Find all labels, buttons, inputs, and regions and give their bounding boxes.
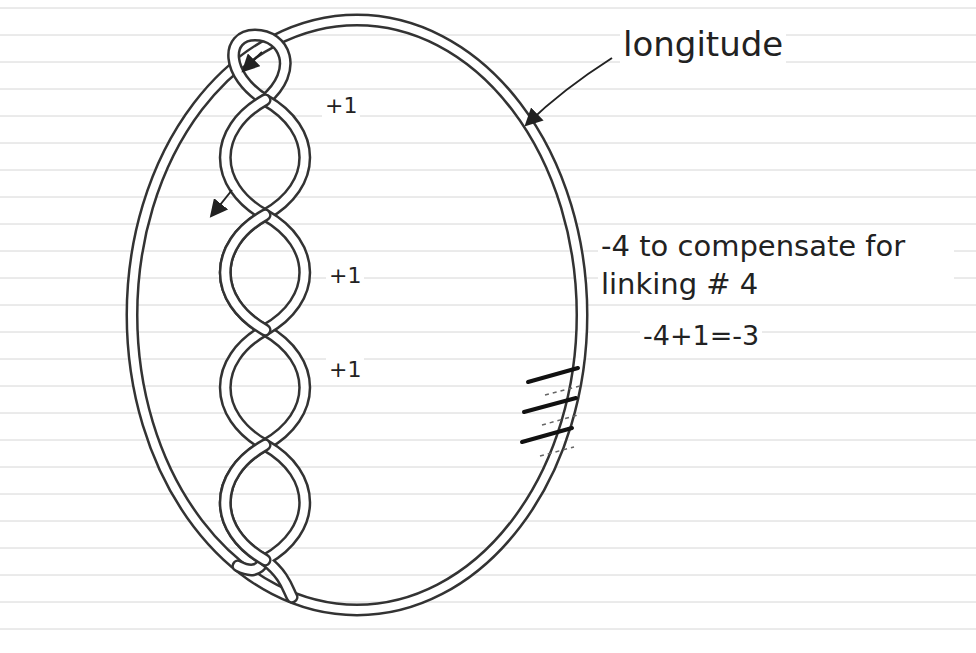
note: -4+1=-3	[640, 318, 762, 353]
crossing-sign: +1	[326, 356, 364, 385]
orientation-arrows	[212, 52, 262, 215]
twist-dashes	[540, 386, 580, 456]
crossing-sign: +1	[322, 92, 360, 121]
paper-lines	[0, 8, 976, 629]
curve-name: longitude	[620, 22, 786, 66]
twist-hatches	[522, 368, 578, 442]
leader-arrow	[527, 58, 612, 124]
crossing-sign: +1	[326, 262, 364, 291]
note: -4 to compensate for linking # 4	[598, 228, 954, 303]
ribbon	[132, 20, 582, 610]
